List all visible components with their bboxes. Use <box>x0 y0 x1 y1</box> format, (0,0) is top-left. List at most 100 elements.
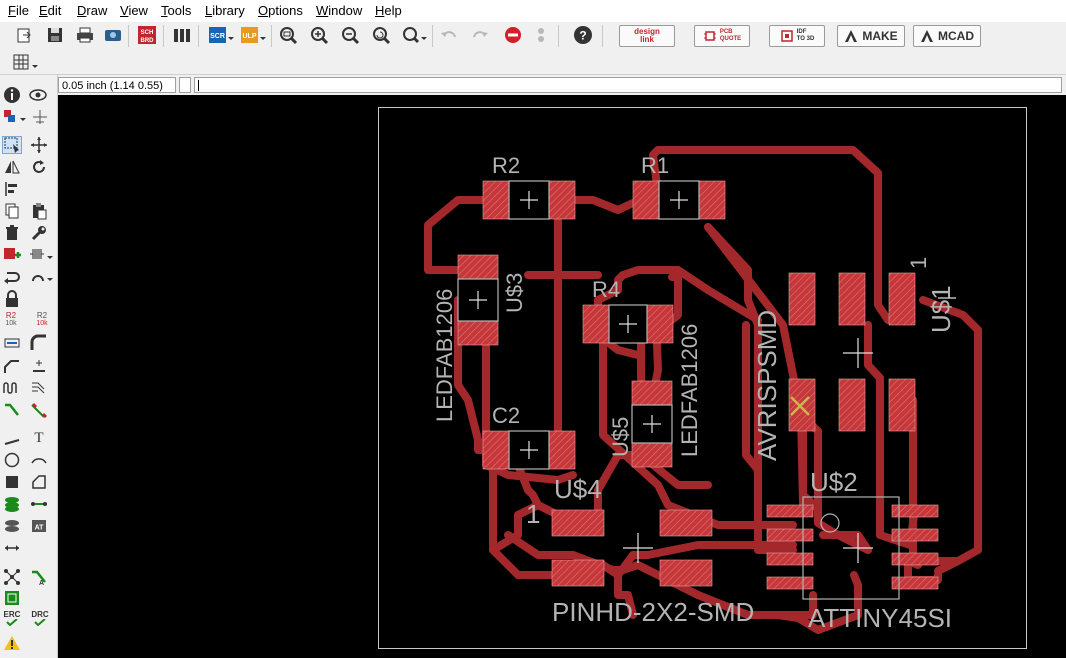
library-icon[interactable] <box>171 24 193 46</box>
lock-swap-icon[interactable] <box>29 268 55 286</box>
mcad-button[interactable]: MCAD <box>913 25 981 47</box>
label-r2: R2 <box>492 153 520 178</box>
menu-tools[interactable]: Tools <box>161 3 192 18</box>
text-caret <box>198 80 199 91</box>
display-layers-icon[interactable] <box>2 108 28 126</box>
ripup-icon[interactable] <box>29 401 49 419</box>
miter-icon[interactable] <box>29 334 49 352</box>
route-icon[interactable] <box>2 401 22 419</box>
smash-icon[interactable] <box>2 334 22 352</box>
label-pin1-u1: 1 <box>906 257 931 269</box>
label-u1: U$1 <box>926 285 956 333</box>
label-pin1-u4: 1 <box>526 499 540 529</box>
open-icon[interactable] <box>14 24 36 46</box>
label-attiny: ATTINY45SI <box>808 603 952 633</box>
stop-icon[interactable] <box>502 24 524 46</box>
attribute-tool[interactable]: AT <box>29 517 49 535</box>
text-tool[interactable]: T <box>34 429 44 446</box>
lock-icon[interactable] <box>2 290 22 308</box>
label-u4: U$4 <box>554 474 602 504</box>
wire-line-icon[interactable] <box>2 429 22 447</box>
menu-file[interactable]: File <box>8 3 29 18</box>
menu-view[interactable]: View <box>120 3 148 18</box>
rectangle-icon[interactable] <box>2 473 22 491</box>
arc-icon[interactable] <box>29 451 49 469</box>
print-icon[interactable] <box>74 24 96 46</box>
menu-library[interactable]: Library <box>205 3 245 18</box>
autorouter-tool[interactable]: A <box>29 568 49 586</box>
copy-icon[interactable] <box>2 202 22 220</box>
zoom-in-icon[interactable] <box>308 24 330 46</box>
move-icon[interactable] <box>29 136 49 154</box>
make-button[interactable]: MAKE <box>837 25 905 47</box>
cam-processor-icon[interactable] <box>102 24 124 46</box>
autodesk-logo-icon <box>845 30 858 42</box>
cube-icon <box>780 30 793 42</box>
polygon-icon[interactable] <box>29 473 49 491</box>
label-c2: C2 <box>492 403 520 428</box>
optimize-icon[interactable] <box>29 357 49 375</box>
label-u3: U$3 <box>502 273 527 313</box>
change-wrench-icon[interactable] <box>29 224 49 242</box>
menu-help[interactable]: Help <box>375 3 402 18</box>
zoom-out-icon[interactable] <box>339 24 361 46</box>
split-icon[interactable] <box>2 357 22 375</box>
ratsnest-icon[interactable] <box>2 568 22 586</box>
layer-indicator <box>179 77 191 93</box>
board-outline <box>378 107 1027 649</box>
go-icon[interactable] <box>530 24 552 46</box>
rotate-icon[interactable] <box>29 158 49 176</box>
menu-draw[interactable]: Draw <box>77 3 108 18</box>
label-led2: LEDFAB1206 <box>677 324 702 457</box>
grid-icon[interactable] <box>12 51 40 73</box>
menu-window[interactable]: Window <box>316 3 363 18</box>
align-icon[interactable] <box>2 180 22 198</box>
signal-icon[interactable] <box>29 495 49 513</box>
delete-icon[interactable] <box>2 224 22 242</box>
command-input[interactable] <box>194 77 1062 93</box>
zoom-redraw-icon[interactable] <box>370 24 392 46</box>
mirror-icon[interactable] <box>2 158 22 176</box>
pcb-chip-icon <box>703 31 716 41</box>
script-button[interactable]: SCR <box>208 24 234 46</box>
save-icon[interactable] <box>44 24 66 46</box>
menu-options[interactable]: Options <box>258 3 303 18</box>
circle-icon[interactable] <box>2 451 22 469</box>
route-multiple-icon[interactable] <box>29 379 49 397</box>
design-link-button[interactable]: design link <box>619 25 675 47</box>
zoom-select-icon[interactable] <box>401 24 427 46</box>
mark-icon[interactable] <box>30 108 50 126</box>
pcb-layout[interactable]: R2 R1 R4 C2 U$4 U$2 1 PINHD-2X2-SMD ATTI… <box>58 95 1066 658</box>
paste-icon[interactable] <box>29 202 49 220</box>
hole-icon[interactable] <box>2 517 22 535</box>
board-icon[interactable] <box>2 589 22 607</box>
check-icon <box>34 619 46 626</box>
errors-warning-icon[interactable] <box>2 634 22 652</box>
svg-text:A: A <box>39 580 44 586</box>
erc-tool[interactable]: ERC <box>0 609 24 627</box>
dimension-icon[interactable] <box>2 539 22 557</box>
board-canvas[interactable]: R2 R1 R4 C2 U$4 U$2 1 PINHD-2X2-SMD ATTI… <box>58 95 1066 658</box>
label-pinhd: PINHD-2X2-SMD <box>552 597 754 627</box>
swap-icon[interactable] <box>2 268 22 286</box>
meander-icon[interactable] <box>2 379 22 397</box>
group-select-icon[interactable] <box>2 136 22 154</box>
via-icon[interactable] <box>2 495 22 513</box>
menu-edit[interactable]: Edit <box>39 3 62 18</box>
zoom-fit-icon[interactable] <box>277 24 299 46</box>
sch-brd-switch-icon[interactable]: SCH BRD <box>136 24 158 46</box>
replace-part-icon[interactable] <box>29 246 55 264</box>
info-icon[interactable] <box>2 86 22 104</box>
undo-icon[interactable] <box>438 24 460 46</box>
add-part-icon[interactable] <box>2 246 26 264</box>
drc-tool[interactable]: DRC <box>28 609 52 627</box>
menu-bar: File Edit Draw View Tools Library Option… <box>0 0 1066 22</box>
ulp-button[interactable]: ULP <box>240 24 266 46</box>
redo-icon[interactable] <box>469 24 491 46</box>
show-eye-icon[interactable] <box>28 86 48 104</box>
help-icon[interactable]: ? <box>572 24 594 46</box>
